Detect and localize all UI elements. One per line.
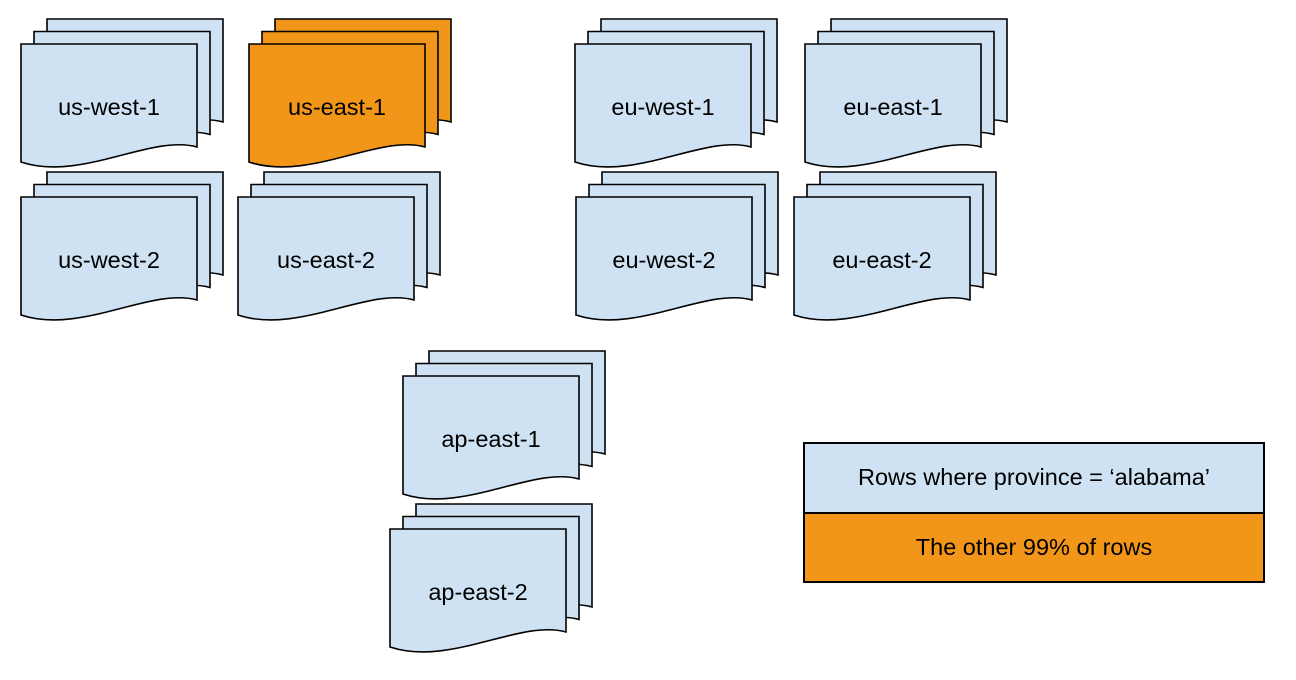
region-label: ap-east-2 (428, 579, 527, 605)
document-stack-icon: eu-west-2 (575, 171, 779, 321)
doc-sheet-front (804, 43, 982, 168)
doc-sheet-front (793, 196, 971, 321)
document-stack-icon: us-east-1 (248, 18, 452, 168)
legend: Rows where province = ‘alabama’ The othe… (803, 442, 1265, 583)
document-stack-icon: us-west-2 (20, 171, 224, 321)
document-stack-icon: eu-west-1 (574, 18, 778, 168)
region-stack-eu-west-1: eu-west-1 (574, 18, 778, 170)
legend-item-label: The other 99% of rows (915, 533, 1153, 560)
doc-sheet-front (20, 196, 198, 321)
region-stack-us-west-1: us-west-1 (20, 18, 224, 170)
region-stack-eu-west-2: eu-west-2 (575, 171, 779, 323)
region-label: us-west-1 (58, 94, 160, 120)
doc-sheet-front (575, 196, 753, 321)
region-label: us-west-2 (58, 247, 160, 273)
doc-sheet-front (402, 375, 580, 500)
region-stack-ap-east-2: ap-east-2 (389, 503, 593, 655)
doc-sheet-front (20, 43, 198, 168)
legend-item-alabama-rows: Rows where province = ‘alabama’ (805, 444, 1263, 512)
region-stack-ap-east-1: ap-east-1 (402, 350, 606, 502)
region-label: eu-east-2 (832, 247, 931, 273)
doc-sheet-front (237, 196, 415, 321)
region-label: us-east-2 (277, 247, 375, 273)
region-stack-us-east-2: us-east-2 (237, 171, 441, 323)
document-stack-icon: ap-east-2 (389, 503, 593, 653)
region-stack-eu-east-2: eu-east-2 (793, 171, 997, 323)
legend-item-label: Rows where province = ‘alabama’ (857, 464, 1211, 491)
region-label: eu-west-2 (612, 247, 715, 273)
region-label: eu-west-1 (611, 94, 714, 120)
region-label: eu-east-1 (843, 94, 942, 120)
doc-sheet-front (389, 528, 567, 653)
region-stack-us-west-2: us-west-2 (20, 171, 224, 323)
document-stack-icon: eu-east-1 (804, 18, 1008, 168)
document-stack-icon: us-east-2 (237, 171, 441, 321)
legend-item-other-rows: The other 99% of rows (805, 511, 1263, 581)
region-label: us-east-1 (288, 94, 386, 120)
region-stack-us-east-1: us-east-1 (248, 18, 452, 170)
document-stack-icon: eu-east-2 (793, 171, 997, 321)
region-stack-eu-east-1: eu-east-1 (804, 18, 1008, 170)
document-stack-icon: ap-east-1 (402, 350, 606, 500)
region-label: ap-east-1 (441, 426, 540, 452)
document-stack-icon: us-west-1 (20, 18, 224, 168)
doc-sheet-front (248, 43, 426, 168)
doc-sheet-front (574, 43, 752, 168)
